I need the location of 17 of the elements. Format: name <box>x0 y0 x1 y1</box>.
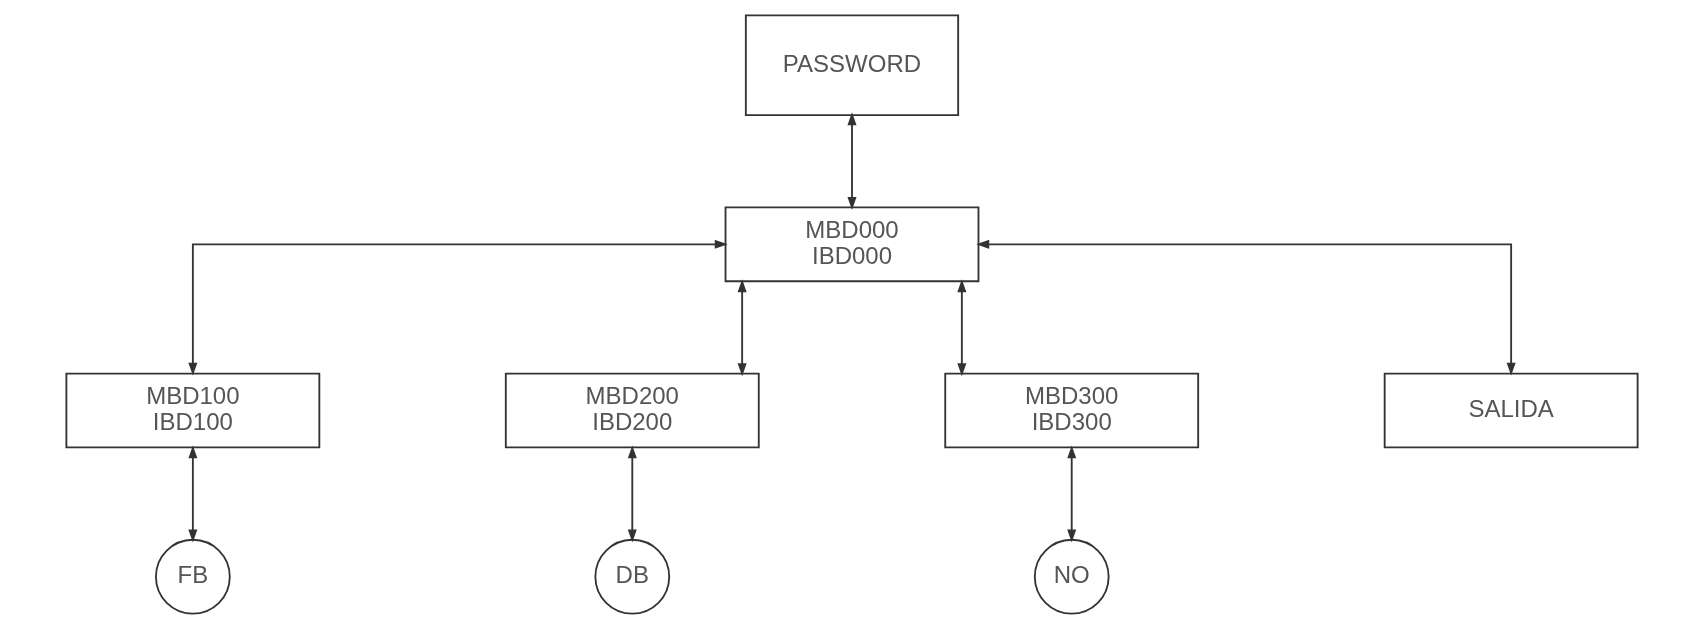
node-box: MBD100 IBD100 <box>65 372 321 449</box>
node-box: MBD000 IBD000 <box>724 206 980 283</box>
node-box: MBD200 IBD200 <box>504 372 760 449</box>
arrow <box>847 112 857 210</box>
arrow <box>188 239 728 376</box>
node-circle: NO <box>1033 538 1110 615</box>
arrow <box>627 445 637 543</box>
arrow <box>976 239 1516 376</box>
node-box: SALIDA <box>1383 372 1639 449</box>
arrow <box>1067 445 1077 543</box>
node-circle: FB <box>155 538 231 615</box>
arrow <box>737 279 747 377</box>
node-circle: DB <box>594 538 671 615</box>
node-box: MBD300 IBD300 <box>944 372 1200 449</box>
arrow <box>957 279 967 377</box>
arrow <box>188 445 198 543</box>
node-box: PASSWORD <box>744 14 960 117</box>
